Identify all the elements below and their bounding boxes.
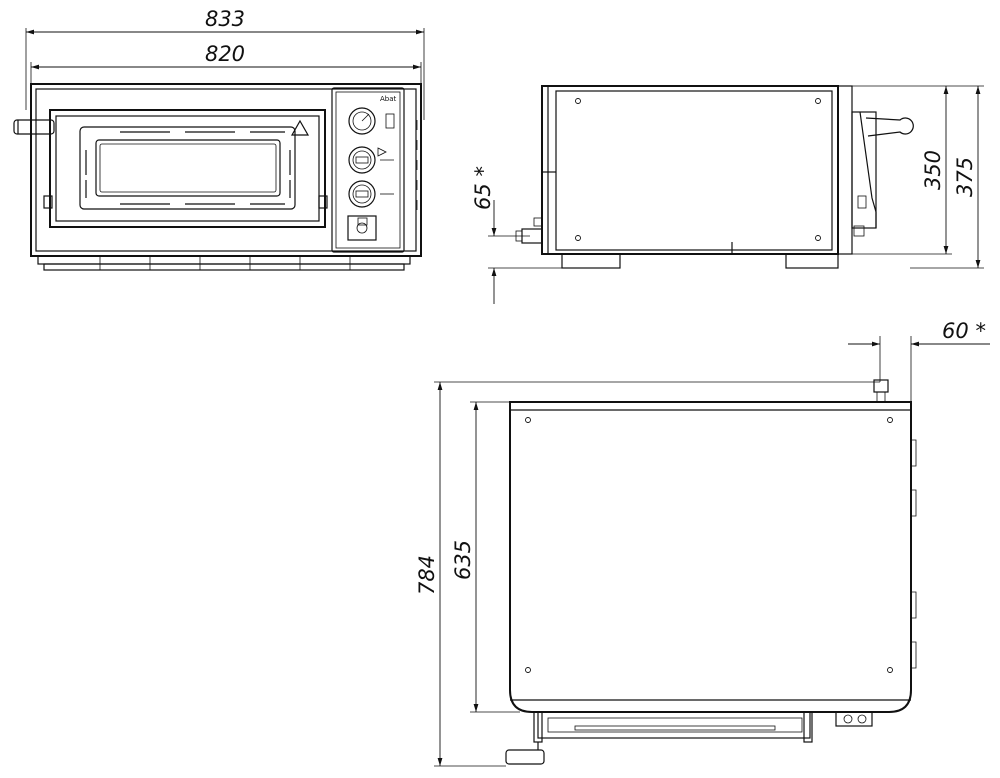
- power-switch: [347, 215, 377, 241]
- dim-label-635: 635: [451, 540, 475, 580]
- top-door: [537, 711, 811, 739]
- dim-60: 60 *: [848, 319, 990, 402]
- dim-375: 375: [910, 85, 984, 269]
- side-foot-right: [785, 253, 839, 269]
- top-control-knobs: [835, 711, 873, 727]
- brand-label: Abat: [380, 95, 397, 103]
- dim-label-350: 350: [921, 150, 945, 190]
- dim-label-833: 833: [205, 7, 245, 31]
- dim-784: 784: [415, 381, 880, 767]
- dim-label-820: 820: [205, 42, 245, 66]
- top-view: 60 * 635: [415, 319, 990, 767]
- side-foot-left: [561, 253, 621, 269]
- oven-door: [49, 109, 326, 228]
- dim-65: 65 *: [471, 166, 562, 304]
- dim-635: 635: [451, 401, 520, 713]
- dim-350: 350: [838, 85, 952, 255]
- dim-833: 833: [25, 7, 425, 120]
- dim-820: 820: [30, 42, 422, 100]
- front-base: [37, 255, 411, 265]
- top-body-outline: [509, 401, 912, 713]
- thermometer-icon: [348, 107, 376, 135]
- warning-icon: [290, 119, 310, 136]
- dim-label-375: 375: [953, 157, 977, 197]
- side-body-outline: [541, 85, 839, 255]
- dim-label-60: 60 *: [942, 319, 986, 343]
- dim-label-65: 65 *: [471, 166, 495, 210]
- top-door-handle: [505, 749, 545, 765]
- knob-bottom-icon: [348, 180, 376, 208]
- front-view: 833 820 Abat: [13, 7, 425, 271]
- side-door-handle: [865, 117, 914, 137]
- control-panel: [331, 87, 405, 253]
- knob-top-icon: [348, 146, 376, 174]
- dim-label-784: 784: [415, 555, 439, 595]
- door-handle: [13, 119, 55, 135]
- side-view: 65 * 350 375: [471, 85, 984, 304]
